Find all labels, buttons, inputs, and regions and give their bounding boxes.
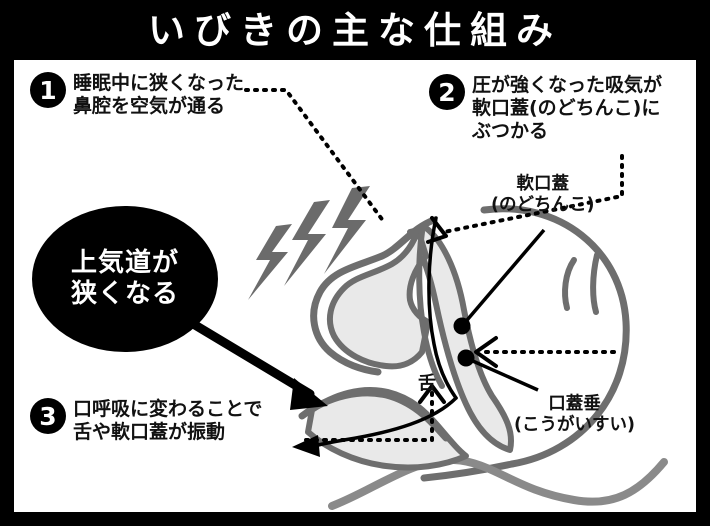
jaw-neck-outline: [420, 460, 516, 482]
callout-3-number: 3: [30, 398, 66, 434]
callout-3: 3 口呼吸に変わることで 舌や軟口蓋が振動: [30, 398, 262, 444]
head-back-outline: [480, 205, 630, 468]
page-title: いびきの主な仕組み: [148, 8, 562, 52]
lightning-bolt-icon: [248, 224, 292, 300]
uvula-dot: [457, 349, 475, 367]
label-uvula: 口蓋垂 (こうがいすい): [514, 394, 635, 436]
leader-line-2: [442, 154, 624, 234]
callout-1-number: 1: [30, 72, 66, 108]
diagram-canvas: 上気道が 狭くなる 軟口蓋 (のどちんこ) 口蓋垂 (こうがいすい) 舌 1 睡…: [14, 60, 696, 512]
leader-line-1: [244, 88, 386, 224]
anatomy-illustration: [185, 88, 668, 510]
mouth-airflow-arrowhead: [292, 435, 320, 457]
lightning-bolt-icon: [324, 186, 370, 274]
callout-2-text: 圧が強くなった吸気が 軟口蓋(のどちんこ)に ぶつかる: [472, 74, 663, 143]
airway-flow-line: [427, 216, 458, 400]
label-soft-palate: 軟口蓋 (のどちんこ): [491, 174, 595, 216]
emphasis-arrow-head: [290, 378, 328, 410]
leader-arrow-uvula-flow: [474, 336, 498, 368]
nasal-cavity: [326, 227, 431, 370]
soft-palate-dot: [453, 317, 471, 335]
soft-palate-flap: [416, 229, 445, 389]
callout-2: 2 圧が強くなった吸気が 軟口蓋(のどちんこ)に ぶつかる: [429, 74, 662, 144]
leader-line-3: [304, 386, 434, 442]
ear-inner-icon: [590, 252, 600, 315]
emphasis-text: 上気道が 狭くなる: [70, 247, 179, 309]
callout-1-text: 睡眠中に狭くなった 鼻腔を空気が通る: [73, 72, 245, 118]
face-front-outline: [310, 216, 438, 376]
leader-arrow-2: [426, 216, 448, 244]
callout-1: 1 睡眠中に狭くなった 鼻腔を空気が通る: [30, 72, 244, 118]
emphasis-bubble: 上気道が 狭くなる: [32, 206, 218, 352]
uvula-leader: [465, 356, 539, 392]
pharynx-wall: [407, 225, 514, 453]
title-bar: いびきの主な仕組み: [0, 0, 710, 60]
soft-palate-leader: [460, 228, 546, 328]
callout-3-text: 口呼吸に変わることで 舌や軟口蓋が振動: [73, 398, 263, 444]
ear-icon: [562, 257, 577, 311]
label-tongue: 舌: [418, 373, 436, 394]
leader-arrow-3: [418, 384, 446, 404]
lightning-bolt-icon: [284, 200, 330, 286]
mouth-airflow-line: [312, 396, 458, 448]
emphasis-arrow-shaft: [185, 317, 315, 399]
shoulder-curve: [328, 455, 668, 510]
callout-2-number: 2: [429, 74, 465, 110]
